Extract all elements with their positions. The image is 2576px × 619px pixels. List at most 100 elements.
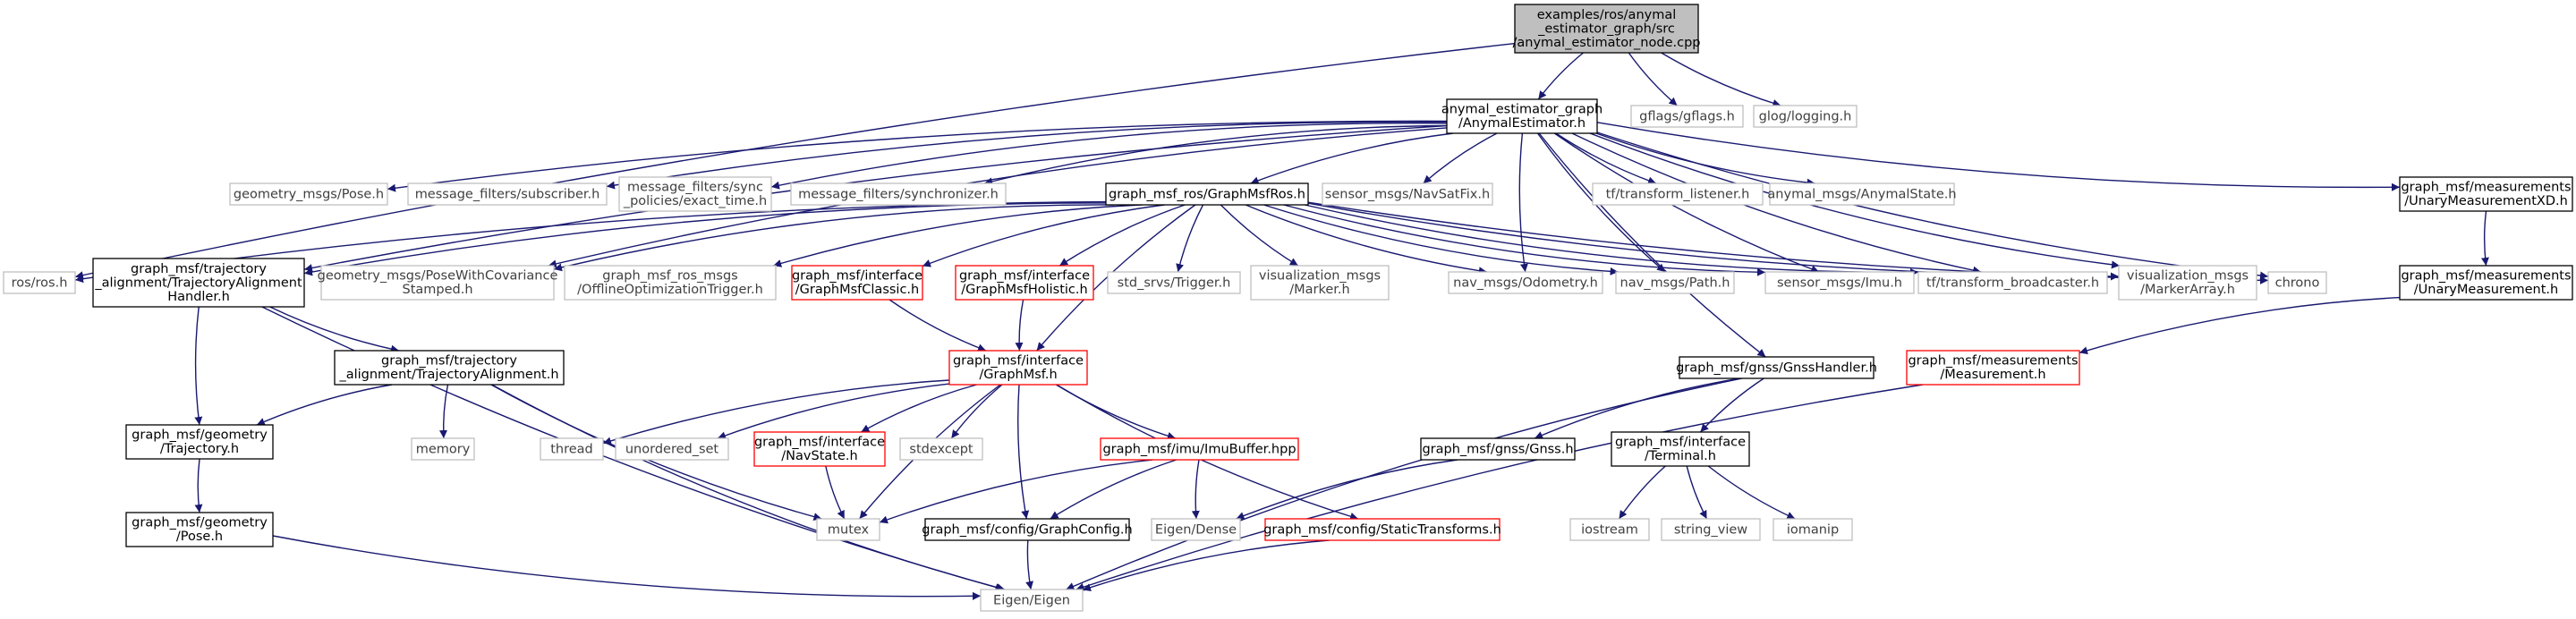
node-estimator[interactable]: anymal_estimator_graph/AnymalEstimator.h <box>1441 98 1603 134</box>
node-box <box>790 182 1007 206</box>
edge-msf_classic-to-graphmsf <box>888 299 987 352</box>
node-gflags[interactable]: gflags/gflags.h <box>1630 105 1744 128</box>
node-box <box>1769 182 1955 206</box>
node-label-line: mutex <box>828 522 870 537</box>
node-iostream[interactable]: iostream <box>1569 518 1650 541</box>
node-box <box>1615 271 1735 294</box>
edge-graphmsfros-to-pose_cov <box>553 204 1114 272</box>
edge-estimator-to-marker_array <box>1589 132 2121 269</box>
node-mf-sync-pol[interactable]: message_filters/sync_policies/exact_time… <box>618 176 772 212</box>
edge-estimator-to-mf_sync_pol <box>770 122 1448 190</box>
node-label-line: /anymal_estimator_node.cpp <box>1513 36 1701 50</box>
edge-terminal-to-iomanip <box>1707 465 1796 520</box>
node-marker-array[interactable]: visualization_msgs/MarkerArray.h <box>2118 265 2257 301</box>
node-box <box>92 258 305 308</box>
node-traj-align-handler[interactable]: graph_msf/trajectory_alignment/Trajector… <box>92 258 305 308</box>
node-box <box>1107 271 1241 294</box>
edge-imubuffer-to-mutex <box>879 459 1153 524</box>
node-glog[interactable]: glog/logging.h <box>1753 105 1858 128</box>
node-box <box>2267 271 2327 294</box>
edge-root-to-estimator <box>1537 52 1584 100</box>
node-odometry[interactable]: nav_msgs/Odometry.h <box>1448 271 1603 294</box>
node-label-line: nav_msgs/Odometry.h <box>1453 276 1598 290</box>
node-label-line: /Measurement.h <box>1940 368 2045 382</box>
node-memory[interactable]: memory <box>411 437 475 461</box>
node-gnss-handler[interactable]: graph_msf/gnss/GnssHandler.h <box>1676 356 1877 379</box>
node-navstate[interactable]: graph_msf/interface/NavState.h <box>753 431 886 467</box>
node-graphmsfros[interactable]: graph_msf_ros/GraphMsfRos.h <box>1105 182 1309 206</box>
node-mf-sync[interactable]: message_filters/synchronizer.h <box>790 182 1007 206</box>
node-tf-broadcaster[interactable]: tf/transform_broadcaster.h <box>1917 271 2108 294</box>
node-box <box>948 350 1088 386</box>
node-label-line: visualization_msgs <box>1259 269 1381 284</box>
node-label-line: /Trajectory.h <box>160 442 239 456</box>
node-unary-xd[interactable]: graph_msf/measurements/UnaryMeasurementX… <box>2399 176 2573 212</box>
node-gnss[interactable]: graph_msf/gnss/Gnss.h <box>1420 437 1576 461</box>
node-label-line: graph_msf/geometry <box>132 428 268 443</box>
node-box <box>955 265 1094 301</box>
node-rosh[interactable]: ros/ros.h <box>3 271 76 294</box>
node-label-line: graph_msf/config/GraphConfig.h <box>922 522 1132 537</box>
node-msf-classic[interactable]: graph_msf/interface/GraphMsfClassic.h <box>791 265 923 301</box>
edge-terminal-to-string_view <box>1686 465 1708 520</box>
node-box <box>1448 271 1603 294</box>
node-thread[interactable]: thread <box>540 437 604 461</box>
node-tf-listener[interactable]: tf/transform_listener.h <box>1592 182 1764 206</box>
node-mf-subscriber[interactable]: message_filters/subscriber.h <box>407 182 608 206</box>
node-geometry-pose[interactable]: geometry_msgs/Pose.h <box>229 182 388 206</box>
node-stdexcept[interactable]: stdexcept <box>899 437 983 461</box>
node-trigger[interactable]: std_srvs/Trigger.h <box>1107 271 1241 294</box>
node-eigen-dense[interactable]: Eigen/Dense <box>1151 518 1241 541</box>
node-box <box>1420 437 1576 461</box>
node-path[interactable]: nav_msgs/Path.h <box>1615 271 1735 294</box>
node-label-line: graph_msf/interface <box>959 269 1090 284</box>
edge-graphmsfros-to-imu <box>1283 204 1766 276</box>
node-graphmsf[interactable]: graph_msf/interface/GraphMsf.h <box>948 350 1088 386</box>
node-anymal-state[interactable]: anymal_msgs/AnymalState.h <box>1767 182 1957 206</box>
node-label-line: graph_msf/trajectory <box>131 262 267 276</box>
node-box <box>615 437 729 461</box>
node-box <box>1264 518 1501 541</box>
node-static-tf[interactable]: graph_msf/config/StaticTransforms.h <box>1263 518 1501 541</box>
node-imubuffer[interactable]: graph_msf/imu/ImuBuffer.hpp <box>1100 437 1299 461</box>
node-label-line: tf/transform_listener.h <box>1606 187 1750 201</box>
node-box <box>407 182 608 206</box>
node-trajectory[interactable]: graph_msf/geometry/Trajectory.h <box>125 424 274 460</box>
node-unary[interactable]: graph_msf/measurements/UnaryMeasurement.… <box>2399 265 2573 301</box>
edge-estimator-to-pose_cov <box>548 127 1448 268</box>
edge-estimator-to-imu <box>1553 132 1820 274</box>
node-box <box>1753 105 1858 128</box>
node-terminal[interactable]: graph_msf/interface/Terminal.h <box>1611 431 1750 467</box>
node-label-line: sensor_msgs/NavSatFix.h <box>1325 187 1490 201</box>
node-traj-align[interactable]: graph_msf/trajectory_alignment/Trajector… <box>334 350 565 386</box>
node-measurement[interactable]: graph_msf/measurements/Measurement.h <box>1906 350 2080 386</box>
node-label-line: Handler.h <box>167 290 230 304</box>
node-label-line: anymal_msgs/AnymalState.h <box>1767 187 1956 201</box>
node-box <box>1446 98 1598 134</box>
node-mutex[interactable]: mutex <box>816 518 880 541</box>
node-geom-pose[interactable]: graph_msf/geometry/Pose.h <box>125 512 274 547</box>
node-imu[interactable]: sensor_msgs/Imu.h <box>1764 271 1915 294</box>
node-box <box>1917 271 2108 294</box>
node-iomanip[interactable]: iomanip <box>1773 518 1853 541</box>
node-navsatfix[interactable]: sensor_msgs/NavSatFix.h <box>1322 182 1493 206</box>
node-label-line: geometry_msgs/Pose.h <box>234 187 384 201</box>
node-unordered-set[interactable]: unordered_set <box>615 437 729 461</box>
node-label-line: _alignment/TrajectoryAlignment.h <box>338 368 558 382</box>
node-box <box>540 437 604 461</box>
node-root[interactable]: examples/ros/anymal_estimator_graph/src/… <box>1513 4 1701 54</box>
node-label-line: graph_msf_ros_msgs <box>602 269 738 284</box>
node-msf-holistic[interactable]: graph_msf/interface/GraphMsfHolistic.h <box>955 265 1094 301</box>
edge-static_tf-to-eigen <box>1082 539 1330 591</box>
node-box <box>1611 431 1750 467</box>
node-string-view[interactable]: string_view <box>1661 518 1761 541</box>
node-graphconfig[interactable]: graph_msf/config/GraphConfig.h <box>922 518 1133 541</box>
node-pose-cov[interactable]: geometry_msgs/PoseWithCovarianceStamped.… <box>318 265 558 301</box>
node-eigen[interactable]: Eigen/Eigen <box>980 589 1084 612</box>
node-chrono[interactable]: chrono <box>2267 271 2327 294</box>
node-box <box>980 589 1084 612</box>
node-label-line: message_filters/subscriber.h <box>415 187 600 201</box>
node-offline-trigger[interactable]: graph_msf_ros_msgs/OfflineOptimizationTr… <box>564 265 777 301</box>
node-vis-marker[interactable]: visualization_msgs/Marker.h <box>1250 265 1390 301</box>
